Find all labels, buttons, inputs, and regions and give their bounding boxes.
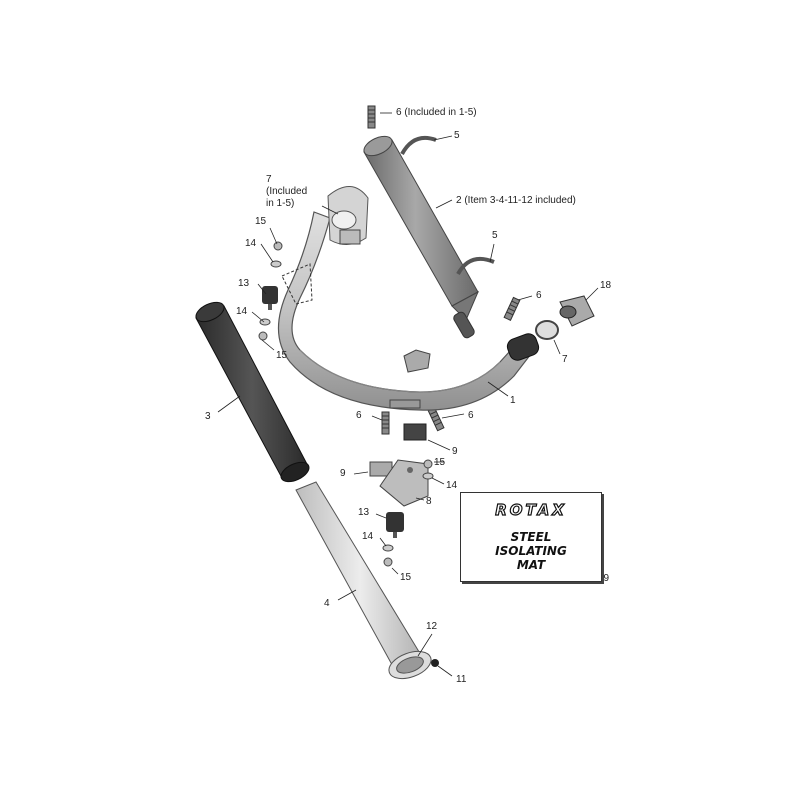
callout-11: 11 [456,674,467,685]
callout-5-top: 5 [454,130,460,141]
tailpipe-part-4 [295,481,432,680]
callout-13-a: 13 [238,278,250,289]
callout-8-bracket: 8 [426,496,432,507]
callout-6-included-in-1-5: 6 (Included in 1-5) [396,107,477,118]
flange-part-18 [559,295,595,327]
spring-part-6-lower-right [427,407,445,432]
callout-6-lower-left: 6 [356,410,362,421]
spring-part-6-mid [503,296,521,321]
callout-15-b: 15 [276,350,288,361]
callout-13-b: 13 [358,507,370,518]
callout-19-mat: 19 [598,573,610,584]
nut-part-15-d [383,557,393,567]
leader-lines [217,112,599,677]
callout-6-lower-right: 6 [468,410,474,421]
callout-14-a: 14 [245,238,257,249]
bracket-part-8 [379,459,429,507]
rubber-mount-part-13-upper [262,286,278,310]
rotax-logo: ROTAX [495,500,567,519]
silencer-part-2 [363,135,480,339]
spring-part-6-lower-left [381,411,390,435]
seal-part-7-mid [535,320,559,340]
callout-15-a: 15 [255,216,267,227]
callout-14-d: 14 [362,531,374,542]
rubber-part-9-a [403,423,427,441]
callout-1-pipe: 1 [510,395,516,406]
callout-9-a: 9 [452,446,458,457]
callout-4-tailpipe: 4 [324,598,330,609]
clamp-part-5-top [400,135,437,156]
mat-description: STEEL ISOLATING MAT [495,530,567,572]
callout-9-b: 9 [340,468,346,479]
screw-part-11 [431,659,439,667]
rubber-mount-part-13-lower [386,512,404,538]
spring-part-6-top [367,105,376,129]
callout-7-mid: 7 [562,354,568,365]
sleeve-part-3 [195,301,310,483]
callout-6-mid: 6 [536,290,542,301]
callout-7-included-in-1-5: 7 (Included in 1-5) [266,174,308,209]
callout-18: 18 [600,280,612,291]
callout-14-b: 14 [236,306,248,317]
callout-2-silencer: 2 (Item 3-4-11-12 included) [456,195,576,206]
callout-14-c: 14 [446,480,458,491]
callout-5-mid: 5 [492,230,498,241]
steel-isolating-mat-part-19: ROTAX STEEL ISOLATING MAT [460,492,602,582]
expansion-pipe-part-1 [277,186,540,411]
callout-15-d: 15 [400,572,412,583]
washer-part-14-a [270,260,282,268]
callout-12: 12 [426,621,438,632]
callout-15-c: 15 [434,457,446,468]
washer-part-14-d [382,544,394,552]
nut-part-15-c [423,459,433,469]
nut-part-15-b [258,331,268,341]
washer-part-14-c [422,472,434,480]
nut-part-15-a [273,241,283,251]
mat-placement-indicator [281,263,313,305]
callout-3-sleeve: 3 [205,411,211,422]
